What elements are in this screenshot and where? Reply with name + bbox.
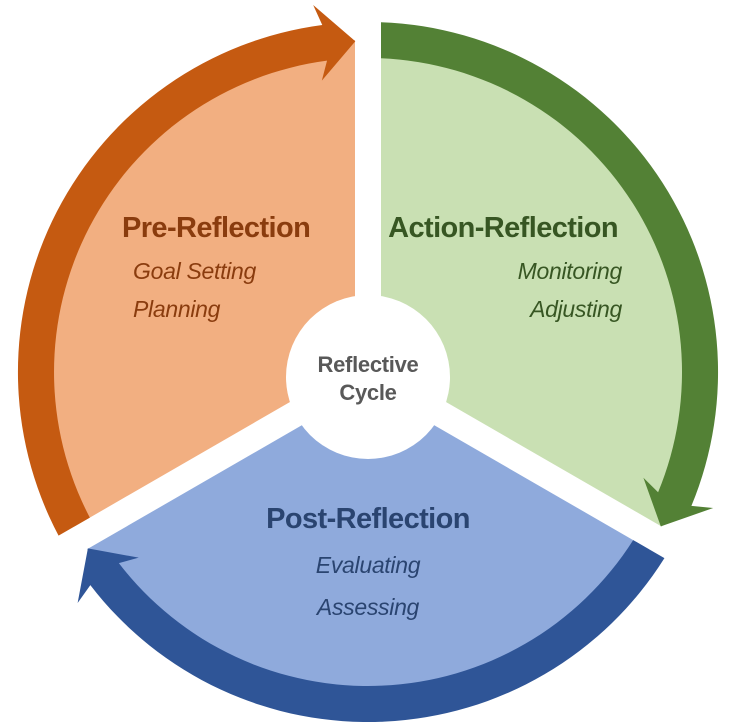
arrow-action-reflection: [381, 22, 719, 527]
segment-item-evaluating: Evaluating: [315, 552, 421, 578]
segment-title-action-reflection: Action-Reflection: [388, 212, 618, 244]
center-label-line2: Cycle: [339, 380, 397, 405]
arrow-post-reflection: [77, 540, 665, 723]
segment-title-pre-reflection: Pre-Reflection: [122, 212, 311, 244]
center-label-line1: Reflective: [317, 352, 419, 377]
arrow-pre-reflection: [17, 5, 356, 536]
center-label: Reflective Cycle: [268, 351, 468, 407]
wedge-post-reflection: [87, 387, 649, 704]
segment-item-planning: Planning: [133, 296, 221, 322]
segment-shape-action-reflection: [381, 22, 719, 527]
center-circle: [286, 295, 450, 459]
segment-shape-pre-reflection: [17, 5, 356, 536]
segment-item-goal-setting: Goal Setting: [133, 258, 256, 284]
segment-shape-post-reflection: [77, 387, 665, 723]
segment-item-assessing: Assessing: [316, 594, 420, 620]
segment-item-monitoring: Monitoring: [517, 258, 623, 284]
segment-title-post-reflection: Post-Reflection: [266, 503, 470, 535]
segment-item-adjusting: Adjusting: [530, 296, 622, 322]
